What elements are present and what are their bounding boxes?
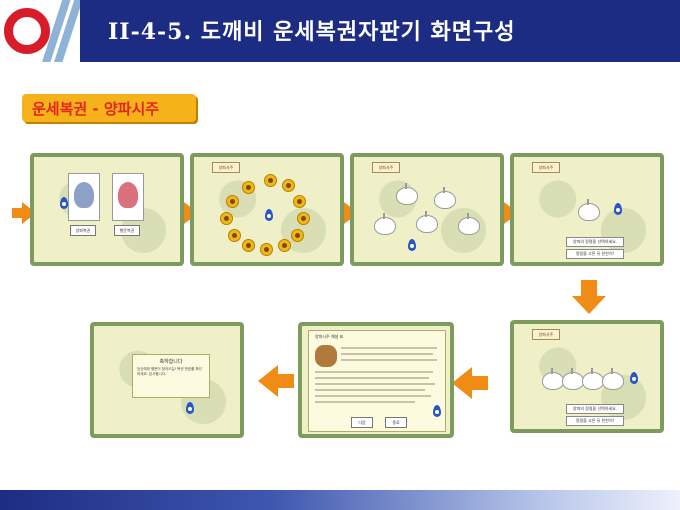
instruction-field: 양파의 정령을 선택하세요.: [566, 404, 624, 414]
onion-icon[interactable]: [434, 187, 456, 209]
screen-3-onion-choice: 양파사주: [350, 153, 504, 266]
onion-icon[interactable]: [396, 183, 418, 205]
screen-6-result-text: 양파시주 해설 표 다음 종료: [298, 322, 454, 438]
zodiac-coin-icon[interactable]: [291, 229, 304, 242]
onion-icon[interactable]: [582, 368, 604, 390]
zodiac-coin-icon[interactable]: [228, 229, 241, 242]
result-paper: 양파시주 해설 표 다음 종료: [308, 330, 446, 432]
instruction-field: 양파의 정령을 선택하세요.: [566, 237, 624, 247]
blue-flame-icon: [265, 209, 273, 221]
blue-flame-icon: [60, 197, 68, 209]
congrats-panel: 축하합니다 당신에게 행운이 찾아오길! 복권 번호를 확인하세요. 감사합니다…: [132, 354, 210, 398]
monkey-icon: [315, 345, 337, 367]
text-line: [315, 401, 415, 403]
onion-icon[interactable]: [458, 213, 480, 235]
footer-bar: [0, 490, 680, 510]
tab-label: 양파사주: [532, 329, 560, 340]
congrats-text: 당신에게 행운이 찾아오길! 복권 번호를 확인하세요. 감사합니다.: [137, 367, 202, 376]
text-line: [315, 389, 425, 391]
logo-ring-icon: [4, 8, 50, 54]
page-title: II-4-5. 도깨비 운세복권자판기 화면구성: [108, 19, 516, 45]
onion-icon[interactable]: [562, 368, 584, 390]
zodiac-coin-icon[interactable]: [220, 212, 233, 225]
section-label: 운세복권 - 양파시주: [22, 94, 196, 122]
zodiac-coin-icon[interactable]: [282, 179, 295, 192]
arrow-down-icon: [572, 280, 606, 314]
text-line: [341, 359, 437, 361]
zodiac-coin-icon[interactable]: [278, 239, 291, 252]
text-line: [341, 353, 433, 355]
zodiac-coin-icon[interactable]: [293, 195, 306, 208]
text-line: [315, 383, 435, 385]
arrow-left-icon: [258, 365, 294, 397]
section-label-text: 운세복권 - 양파시주: [32, 100, 160, 118]
instruction-field: 정령을 고른 뒤 찬찬히!: [566, 249, 624, 259]
arrow-left-icon: [452, 367, 488, 399]
text-line: [315, 371, 433, 373]
lottery-card-right[interactable]: [112, 173, 144, 221]
tab-label: 양파사주: [372, 162, 400, 173]
screen-2-zodiac-wheel: 양파사주: [190, 153, 344, 266]
blue-flame-icon: [614, 203, 622, 215]
onion-icon[interactable]: [416, 211, 438, 233]
onion-icon[interactable]: [578, 199, 600, 221]
lottery-card-left[interactable]: [68, 173, 100, 221]
screen-4-onion-selected: 양파사주 양파의 정령을 선택하세요. 정령을 고른 뒤 찬찬히!: [510, 153, 664, 266]
text-line: [315, 377, 429, 379]
blue-flame-icon: [408, 239, 416, 251]
onion-icon[interactable]: [542, 368, 564, 390]
header-bar: II-4-5. 도깨비 운세복권자판기 화면구성: [0, 0, 680, 62]
onion-icon[interactable]: [374, 213, 396, 235]
tab-label: 양파사주: [212, 162, 240, 173]
tab-label: 양파사주: [532, 162, 560, 173]
blue-flame-icon: [433, 405, 441, 417]
blue-flame-icon: [630, 372, 638, 384]
zodiac-coin-icon[interactable]: [264, 174, 277, 187]
end-button[interactable]: 종료: [385, 417, 407, 428]
text-line: [315, 395, 431, 397]
next-button[interactable]: 다음: [351, 417, 373, 428]
zodiac-coin-icon[interactable]: [260, 243, 273, 256]
goblin-icon: [74, 182, 94, 208]
result-title: 양파시주 해설 표: [315, 334, 344, 339]
screen-1-card-select: 양파복권 행운복권: [30, 153, 184, 266]
text-line: [341, 347, 437, 349]
screen-5-onion-row: 양파사주 양파의 정령을 선택하세요. 정령을 고른 뒤 찬찬히!: [510, 320, 664, 433]
goblin-icon: [118, 182, 138, 208]
zodiac-coin-icon[interactable]: [242, 181, 255, 194]
instruction-field: 정령을 고른 뒤 찬찬히!: [566, 416, 624, 426]
screen-7-congrats: 축하합니다 당신에게 행운이 찾아오길! 복권 번호를 확인하세요. 감사합니다…: [90, 322, 244, 438]
right-card-button[interactable]: 행운복권: [114, 225, 140, 236]
left-card-button[interactable]: 양파복권: [70, 225, 96, 236]
congrats-title: 축하합니다: [159, 359, 183, 365]
zodiac-coin-icon[interactable]: [242, 239, 255, 252]
zodiac-coin-icon[interactable]: [226, 195, 239, 208]
zodiac-coin-icon[interactable]: [297, 212, 310, 225]
blue-flame-icon: [186, 402, 194, 414]
logo: [0, 0, 80, 62]
onion-icon[interactable]: [602, 368, 624, 390]
